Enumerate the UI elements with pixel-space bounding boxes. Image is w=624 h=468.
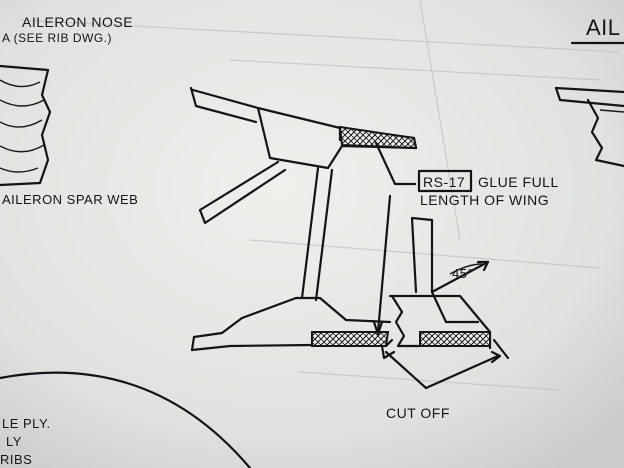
cut-off-glue-strip [419,331,491,347]
right-rib-sketch [554,86,624,168]
lower-glue-strip [311,331,390,347]
upper-glue-strip [338,125,418,150]
aileron-nose-see-rib-label: A (SEE RIB DWG.) [2,31,112,45]
ply-label-line1: LE PLY. [2,416,51,431]
cut-off-leaders [380,338,510,390]
aileron-nose-label: AILERON NOSE [22,14,133,30]
rs-part-box [417,169,473,193]
glue-note-line1: GLUE FULL [478,174,559,190]
aileron-rib-sketch [0,64,52,187]
angle-label: 45° [452,266,473,281]
ply-label-line2: LY [6,434,22,449]
cut-off-label: CUT OFF [386,405,450,421]
aileron-spar-web-label: AILERON SPAR WEB [2,192,138,207]
spar-assembly-drawing [189,86,418,352]
glue-note-line2: LENGTH OF WING [420,192,549,208]
rs-part-label: RS-17 [423,174,465,190]
plywood-circle-outline [0,371,252,468]
section-title-partial: AIL [586,15,621,40]
ply-label-line3: RIBS [0,452,32,467]
cut-off-detail [388,216,492,350]
